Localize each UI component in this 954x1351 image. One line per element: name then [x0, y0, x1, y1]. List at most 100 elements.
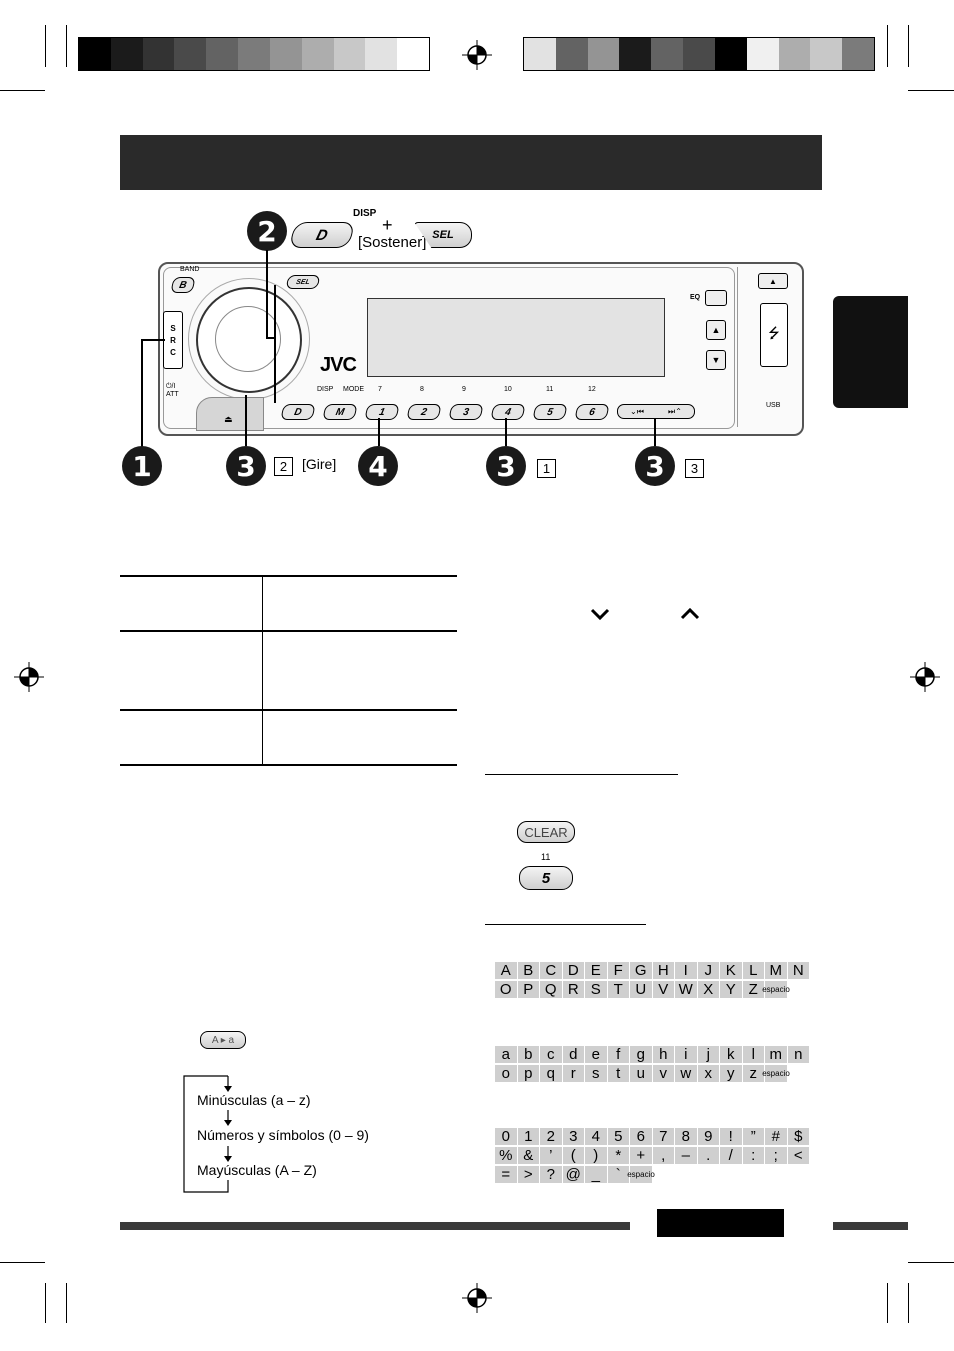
char-cell: Q: [540, 981, 562, 998]
char-cell: ’: [540, 1147, 562, 1164]
char-cell: <: [787, 1147, 809, 1164]
char-cell: n: [787, 1046, 809, 1063]
char-cell: _: [585, 1166, 607, 1183]
char-cell: ;: [765, 1147, 787, 1164]
disp-small-label: DISP: [317, 386, 334, 393]
preset-number-label: 11: [546, 386, 554, 393]
callout-lines: [141, 250, 656, 447]
crop-mark: [908, 90, 954, 91]
char-cell: m: [765, 1046, 787, 1063]
step-marker-3: 3: [486, 446, 526, 486]
preset-number-small: 11: [541, 852, 551, 862]
flow-step-uppercase: Mayúsculas (A – Z): [197, 1162, 317, 1178]
crop-mark: [887, 25, 888, 67]
char-cell: G: [630, 962, 652, 979]
crop-mark: [0, 1262, 45, 1263]
table-divider: [262, 577, 263, 765]
crop-mark: [0, 90, 45, 91]
eq-label: EQ: [690, 294, 701, 301]
color-swatch: [778, 38, 811, 70]
case-toggle-button: A ▸ a: [200, 1031, 246, 1049]
char-cell: K: [720, 962, 742, 979]
att-label: ⏻/I ATT: [166, 383, 179, 398]
crop-mark: [45, 1283, 46, 1323]
color-swatch: [142, 38, 175, 70]
char-cell: l: [742, 1046, 764, 1063]
table-rule: [120, 709, 457, 711]
char-cell: x: [697, 1065, 719, 1082]
step-marker-2: 2: [247, 211, 287, 251]
char-cell: F: [607, 962, 629, 979]
char-cell: X: [697, 981, 719, 998]
registration-target-icon: [462, 40, 492, 70]
char-cell: t: [607, 1065, 629, 1082]
color-swatch: [810, 38, 843, 70]
char-cell: Z: [742, 981, 764, 998]
char-cell: ”: [742, 1128, 764, 1145]
swatch-frame: [78, 37, 430, 71]
color-swatch: [524, 38, 557, 70]
chevron-up-icon: [680, 607, 700, 620]
char-cell: w: [675, 1065, 697, 1082]
char-cell: =: [495, 1166, 517, 1183]
table-rule: [120, 630, 457, 632]
char-cell: y: [720, 1065, 742, 1082]
char-cell: N: [787, 962, 809, 979]
char-cell: i: [675, 1046, 697, 1063]
flow-loop-arrows: [183, 1075, 232, 1193]
section-underline: [485, 774, 678, 775]
color-swatch: [555, 38, 589, 70]
preset-number-label: 8: [420, 386, 424, 393]
color-swatch: [206, 38, 239, 70]
char-cell: (: [562, 1147, 584, 1164]
color-swatch: [301, 38, 335, 70]
eq-button: [705, 290, 727, 306]
mode-label: MODE: [343, 386, 364, 393]
char-cell: H: [652, 962, 674, 979]
char-cell: V: [652, 981, 674, 998]
char-cell: D: [562, 962, 584, 979]
char-cell: k: [720, 1046, 742, 1063]
lcd-display: [367, 298, 665, 377]
char-cell: espacio: [762, 1065, 790, 1082]
char-cell: 7: [652, 1128, 674, 1145]
src-letter: R: [170, 335, 176, 345]
char-cell: ): [585, 1147, 607, 1164]
color-swatch: [651, 38, 684, 70]
sostener-label: [Sostener]: [358, 234, 427, 251]
chevron-down-icon: [590, 608, 610, 621]
step-marker-3: 3: [226, 446, 266, 486]
registration-target-icon: [14, 662, 44, 692]
char-cell: 9: [697, 1128, 719, 1145]
char-cell: &: [517, 1147, 539, 1164]
char-cell: A: [495, 962, 517, 979]
color-swatch: [365, 38, 398, 70]
section-underline: [485, 924, 646, 925]
char-cell: %: [495, 1147, 517, 1164]
char-cell: +: [630, 1147, 652, 1164]
symbol-row-3: =>?@_`espacio: [495, 1166, 655, 1183]
preset-number-label: 7: [378, 386, 382, 393]
char-cell: f: [607, 1046, 629, 1063]
jvc-logo: JVC: [320, 354, 357, 376]
src-letter: S: [170, 323, 176, 333]
usb-panel: [737, 267, 796, 427]
char-cell: ,: [652, 1147, 674, 1164]
char-cell: B: [517, 962, 539, 979]
crop-mark: [908, 25, 909, 67]
color-swatch: [842, 38, 875, 70]
preset-number-label: 9: [462, 386, 466, 393]
band-label: BAND: [180, 266, 200, 273]
char-cell: a: [495, 1046, 517, 1063]
char-cell: R: [562, 981, 584, 998]
char-cell: g: [630, 1046, 652, 1063]
char-cell: b: [517, 1046, 539, 1063]
crop-mark: [908, 1262, 954, 1263]
footer-bar-right: [833, 1222, 908, 1230]
char-cell: $: [787, 1128, 809, 1145]
char-cell: J: [697, 962, 719, 979]
char-cell: !: [720, 1128, 742, 1145]
char-cell: :: [742, 1147, 764, 1164]
